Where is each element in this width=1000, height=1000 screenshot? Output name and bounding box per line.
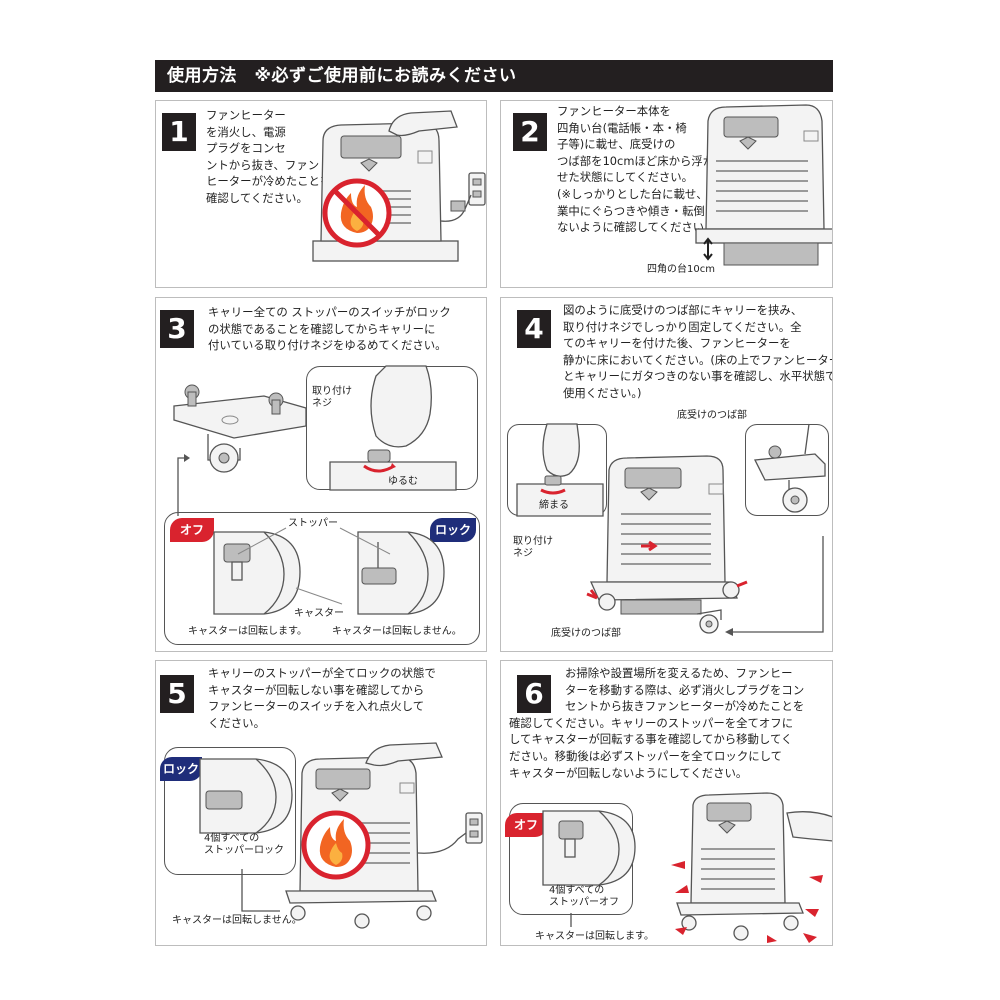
connector-arrow [177,454,190,516]
step-6-panel: 6 お掃除や設置場所を変えるため、ファンヒー ターを移動する際は、必ず消火しプラ… [500,660,833,946]
fire-prohibited-icon [322,178,392,248]
step-4-panel: 4 図のように底受けのつば部にキャリーを挟み、 取り付けネジでしっかり固定してく… [500,297,833,652]
off-caption: キャスターは回転します。 [188,626,307,637]
fire-icon [301,810,371,880]
off-badge: オフ [505,813,547,837]
all-stoppers-locked-label: 4個すべての ストッパーロック [204,833,284,856]
caption-leader-line [241,869,280,912]
all-stoppers-off-label: 4個すべての ストッパーオフ [549,885,619,908]
step-2-panel: 2 ファンヒーター本体を 四角い台(電話帳・本・椅 子等)に載せ、底受けの つば… [500,100,833,288]
step-2-text: ファンヒーター本体を 四角い台(電話帳・本・椅 子等)に載せ、底受けの つば部を… [557,104,720,235]
screw-label: 取り付け ネジ [312,386,352,409]
step-3-text: キャリー全ての ストッパーのスイッチがロック の状態であることを確認してからキャ… [208,305,451,353]
heater-lit-on-carrier-illustration [285,742,483,929]
tighten-label: 締まる [539,500,569,511]
step-number: 2 [513,113,547,151]
step-4-text: 図のように底受けのつば部にキャリーを挟み、 取り付けネジでしっかり固定してくださ… [563,303,833,400]
carrier-on-flange-illustration [753,423,826,513]
caster-rotates-caption: キャスターは回転します。 [535,931,654,942]
lock-badge: ロック [160,757,202,781]
heater-moving-illustration [671,792,832,943]
step-5-panel: 5 キャリーのストッパーが全てロックの状態で キャスターが回転しない事を確認して… [155,660,487,946]
page-title: 使用方法 ※必ずご使用前にお読みください [155,60,833,92]
heater-with-carriers-illustration [586,455,748,615]
hand-loosening-screw-illustration [329,365,457,491]
carrier-bracket-illustration [173,384,307,473]
heater-unplug-illustration [312,110,486,262]
flange-closeup-frame [745,424,829,516]
flange-bottom-label: 底受けのつば部 [551,628,621,639]
flange-top-label: 底受けのつば部 [677,410,747,421]
off-badge: オフ [170,518,214,542]
step-1-text: ファンヒーター を消火し、電源 プラグをコンセ ントから抜き、ファン ヒーターが… [206,108,332,205]
step-number: 6 [517,675,551,713]
step-number: 4 [517,310,551,348]
stopper-label: ストッパー [288,518,338,529]
step-number: 1 [162,113,196,151]
caster-lock-illustration [357,531,445,615]
screw-label: 取り付け ネジ [513,536,553,559]
caster-label: キャスター [294,608,344,619]
caster-off-illustration [213,531,301,615]
step-3-panel: 3 キャリー全ての ストッパーのスイッチがロック の状態であることを確認してから… [155,297,487,652]
step-number: 3 [160,310,194,348]
step-number: 5 [160,675,194,713]
caption-leader-line [570,913,572,927]
heater-on-stand-illustration [695,104,832,266]
stopper-comparison-box [164,512,480,645]
loosen-label: ゆるむ [388,476,418,487]
stopper-lock-closeup-frame [164,747,296,875]
stand-label: 四角の台10cm [647,264,715,275]
step-5-text: キャリーのストッパーが全てロックの状態で キャスターが回転しない事を確認してから… [208,666,436,730]
hand-tightening-screw-illustration [516,423,604,517]
step-6-text: お掃除や設置場所を変えるため、ファンヒー ターを移動する際は、必ず消火しプラグを… [509,666,805,780]
step-1-panel: 1 ファンヒーター を消火し、電源 プラグをコンセ ントから抜き、ファン ヒータ… [155,100,487,288]
caster-locked-caption: キャスターは回転しません。 [172,915,302,926]
stopper-locked-illustration [199,758,293,834]
stopper-off-illustration [542,810,636,886]
lock-badge: ロック [430,518,476,542]
lock-caption: キャスターは回転しません。 [332,626,462,637]
bottom-carrier-detail [696,536,824,636]
stopper-leader-lines [237,527,391,605]
